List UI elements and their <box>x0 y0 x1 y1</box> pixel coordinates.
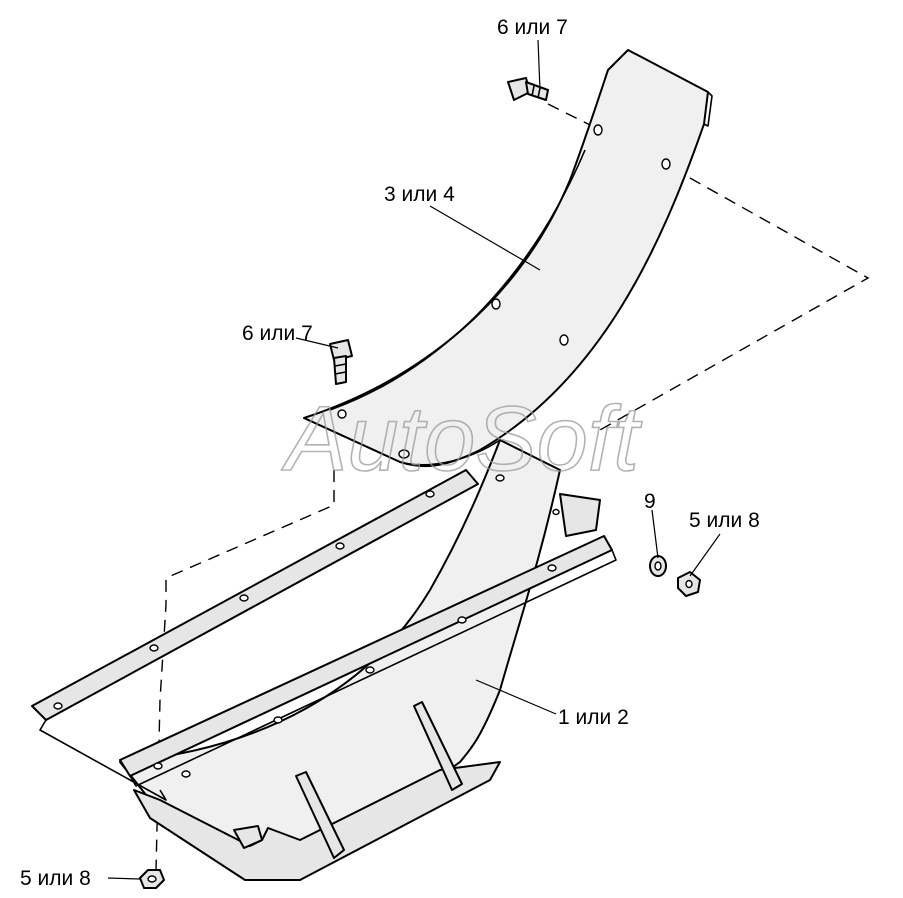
leader-lines <box>107 39 721 880</box>
upper-fender-holes <box>337 124 671 459</box>
part-labels: 6 или 7 3 или 4 6 или 7 9 5 или 8 1 или … <box>20 16 760 890</box>
label-nut-right: 5 или 8 <box>689 509 760 532</box>
nut-bottom-part <box>139 869 165 889</box>
bolt-top-part <box>507 77 549 101</box>
label-washer: 9 <box>644 490 656 513</box>
label-bolt-top: 6 или 7 <box>497 16 568 39</box>
assembly-dash-lines <box>155 103 870 871</box>
label-bolt-mid: 6 или 7 <box>242 322 313 345</box>
watermark-text: AutoSoft <box>281 388 642 490</box>
label-fender-upper: 3 или 4 <box>384 183 455 206</box>
nut-right-part <box>677 571 701 597</box>
label-nut-bottom: 5 или 8 <box>20 867 91 890</box>
lower-fender-holes <box>53 474 560 778</box>
label-fender-lower: 1 или 2 <box>558 706 629 729</box>
bolt-mid-part <box>329 339 353 385</box>
upper-fender-part <box>303 49 713 468</box>
lower-fender-part <box>31 439 617 881</box>
washer-part <box>649 555 667 577</box>
